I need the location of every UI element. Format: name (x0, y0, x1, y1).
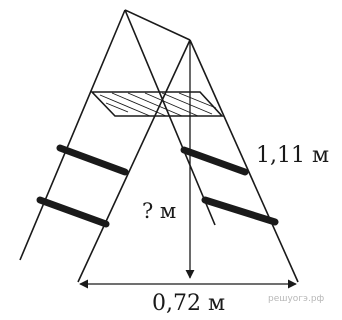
top-bar (124, 9, 191, 41)
side-length-label: 1,11 м (256, 143, 329, 168)
step-back-lower (36, 196, 110, 228)
back-left-rail (19, 9, 126, 261)
front-right-rail (189, 39, 299, 283)
back-right-rail (124, 9, 216, 226)
front-left-rail (77, 39, 191, 283)
platform-outline (90, 91, 224, 117)
watermark: решуогэ.рф (268, 294, 325, 304)
step-back-upper (56, 144, 129, 176)
steps (36, 144, 279, 228)
front-ladder (77, 39, 299, 283)
back-ladder (19, 9, 216, 261)
platform-hatching (99, 92, 217, 117)
step-front-upper (180, 146, 249, 176)
height-unknown-label: ? м (142, 199, 176, 223)
platform (90, 91, 224, 117)
base-width-label: 0,72 м (152, 291, 225, 316)
step-front-lower (201, 196, 279, 226)
